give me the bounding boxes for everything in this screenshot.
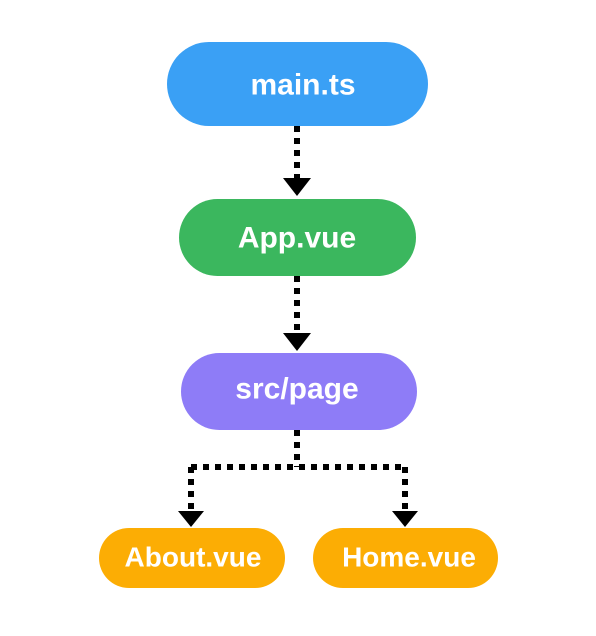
edge-main-to-app xyxy=(283,126,311,196)
node-main-ts: main.ts xyxy=(167,42,428,126)
edge-page-to-about xyxy=(178,467,204,527)
arrowhead-icon xyxy=(283,333,311,351)
edge-app-to-page xyxy=(283,276,311,351)
node-src-page-label: src/page xyxy=(235,373,358,406)
node-home-vue-pill xyxy=(313,528,498,588)
node-src-page: src/page xyxy=(181,353,417,430)
arrowhead-icon xyxy=(392,511,418,527)
node-src-page-pill xyxy=(181,353,417,430)
edge-page-to-home xyxy=(392,467,418,527)
node-app-vue: App.vue xyxy=(179,199,416,276)
node-about-vue-label: About.vue xyxy=(125,542,262,573)
node-home-vue: Home.vue xyxy=(313,528,498,588)
node-app-vue-label: App.vue xyxy=(238,222,356,255)
arrowhead-icon xyxy=(178,511,204,527)
node-main-ts-label: main.ts xyxy=(250,69,355,102)
node-home-vue-label: Home.vue xyxy=(342,542,476,573)
node-app-vue-pill xyxy=(179,199,416,276)
node-main-ts-pill xyxy=(167,42,428,126)
node-about-vue: About.vue xyxy=(99,528,285,588)
arrowhead-icon xyxy=(283,178,311,196)
edge-page-to-children xyxy=(191,430,405,470)
node-about-vue-pill xyxy=(99,528,285,588)
